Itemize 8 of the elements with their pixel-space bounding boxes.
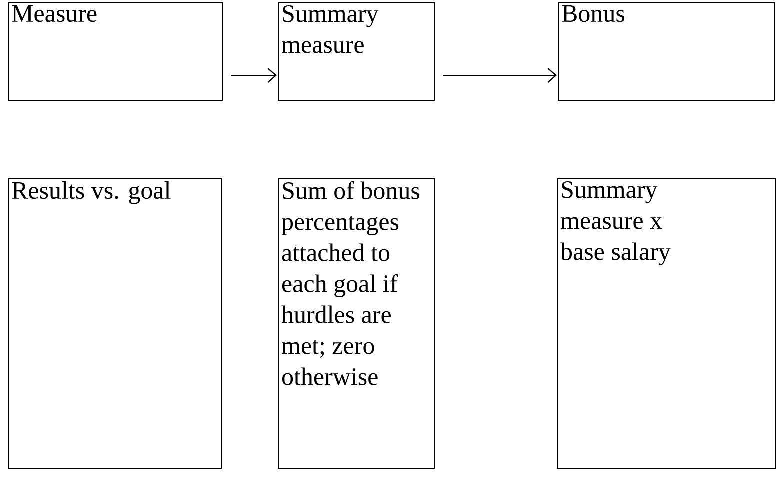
text-box: Measure — [8, 2, 223, 101]
text-box: Summary measure x base salary — [557, 178, 776, 469]
text-box: Results vs. goal — [8, 178, 222, 469]
text-box: Sum of bonus percentages attached to each goal if hurdles are met; zero otherwise — [278, 178, 435, 469]
text-box: Bonus — [558, 2, 775, 101]
text-box: Summary measure — [278, 2, 435, 101]
arrow — [442, 68, 557, 83]
arrow — [230, 68, 277, 83]
